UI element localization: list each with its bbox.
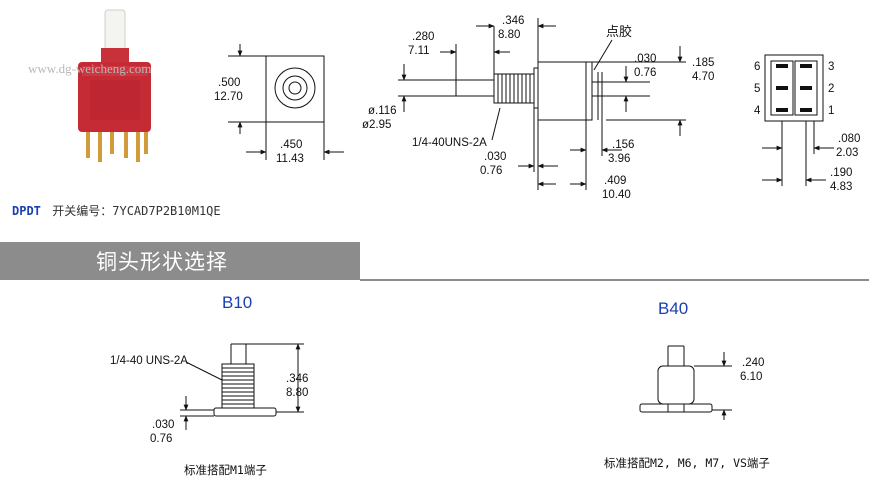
b40-height-in: .240 xyxy=(742,357,764,369)
side-shaft-len-in: .280 xyxy=(412,31,434,43)
b40-standard-terminal: 标准搭配M2, M6, M7, VS端子 xyxy=(604,456,770,470)
switch-photo xyxy=(78,9,151,162)
front-width-mm: 11.43 xyxy=(276,153,304,165)
pin-label-5: 5 xyxy=(754,83,760,95)
front-height-in: .500 xyxy=(218,77,240,89)
side-bushing-len-in: .346 xyxy=(502,15,524,27)
watermark-text: www.dg-weicheng.com xyxy=(28,61,151,76)
side-pin-gap-in: .030 xyxy=(634,53,656,65)
front-height-mm: 12.70 xyxy=(214,91,243,103)
b40-height-mm: 6.10 xyxy=(740,371,762,383)
variant-title-b10: B10 xyxy=(222,293,253,312)
b10-standard-terminal: 标准搭配M1端子 xyxy=(184,463,267,477)
pin-label-1: 1 xyxy=(828,105,834,117)
side-shaft-dia-mm: ø2.95 xyxy=(362,119,391,131)
section-banner xyxy=(0,242,360,280)
side-shaft-dia-in: ø.116 xyxy=(368,105,397,117)
b40-drawing xyxy=(639,345,732,420)
pin-label-4: 4 xyxy=(754,105,761,117)
b10-thread: 1/4-40 UNS-2A xyxy=(110,355,188,367)
switch-type-label: DPDT xyxy=(12,204,41,218)
b10-flange-mm: 0.76 xyxy=(150,433,172,445)
b10-height-in: .346 xyxy=(286,373,308,385)
b10-height-mm: 8.80 xyxy=(286,387,308,399)
side-pin-offset-mm: 3.96 xyxy=(608,153,630,165)
b10-flange-in: .030 xyxy=(152,419,174,431)
side-pin-gap-mm: 0.76 xyxy=(634,67,656,79)
b10-drawing xyxy=(180,343,304,430)
side-pin-offset-in: .156 xyxy=(612,139,634,151)
side-view-drawing xyxy=(398,18,686,190)
side-flange-mm: 0.76 xyxy=(480,165,502,177)
pin-pitch-mm: 2.03 xyxy=(836,147,858,159)
pin-row-mm: 4.83 xyxy=(830,181,852,193)
front-width-in: .450 xyxy=(280,139,302,151)
side-pin-len-in: .185 xyxy=(692,57,714,69)
side-thread-label: 1/4-40UNS-2A xyxy=(412,137,487,149)
section-divider xyxy=(360,279,869,281)
pin-label-6: 6 xyxy=(754,61,760,73)
glue-point-label: 点胶 xyxy=(606,24,632,40)
pin-row-in: .190 xyxy=(830,167,852,179)
section-title: 铜头形状选择 xyxy=(96,250,228,274)
front-view-drawing xyxy=(228,44,344,160)
side-bushing-len-mm: 8.80 xyxy=(498,29,520,41)
pin-label-2: 2 xyxy=(828,83,834,95)
side-body-len-mm: 10.40 xyxy=(602,189,631,201)
pin-label-3: 3 xyxy=(828,61,834,73)
side-pin-len-mm: 4.70 xyxy=(692,71,714,83)
side-shaft-len-mm: 7.11 xyxy=(408,45,430,57)
part-info: DPDT 开关编号：7YCAD7P2B10M1QE xyxy=(12,202,221,219)
side-flange-in: .030 xyxy=(484,151,506,163)
pin-layout-drawing xyxy=(762,54,834,186)
part-number-label: 开关编号：7YCAD7P2B10M1QE xyxy=(52,204,221,218)
pin-pitch-in: .080 xyxy=(838,133,860,145)
side-body-len-in: .409 xyxy=(604,175,626,187)
variant-title-b40: B40 xyxy=(658,299,689,318)
